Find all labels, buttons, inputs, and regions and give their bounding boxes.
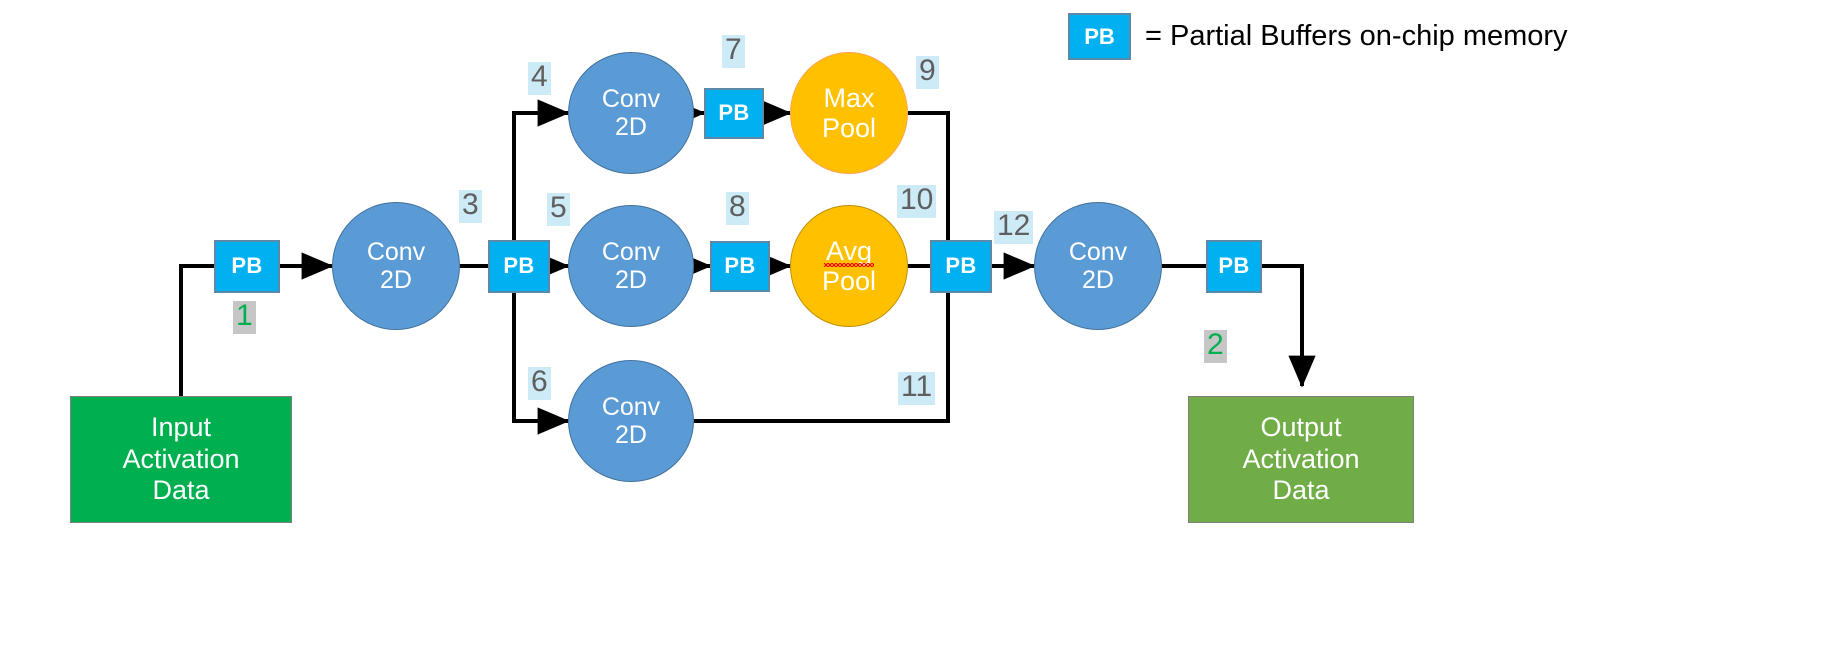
conv-line-1: Conv xyxy=(1068,238,1128,266)
input-block-line-3: Data xyxy=(152,475,210,506)
edge-label-11: 11 xyxy=(898,371,936,405)
pb-merge-buffer[interactable]: PB xyxy=(930,240,992,293)
edge-pb2-trunk-down xyxy=(512,292,570,435)
edge-label-6: 6 xyxy=(528,366,551,400)
pb-label: PB xyxy=(503,253,535,279)
pb-label: PB xyxy=(231,253,263,279)
pb-avgpool-input-buffer[interactable]: PB xyxy=(710,241,770,292)
pb-fanout-buffer[interactable]: PB xyxy=(488,240,550,293)
edge-label-12: 12 xyxy=(994,210,1034,244)
output-block-line-2: Activation xyxy=(1242,443,1360,474)
maxpool-line-2: Pool xyxy=(821,113,877,143)
maxpool-line-1: Max xyxy=(823,82,875,113)
edge-label-9: 9 xyxy=(916,55,939,89)
pb-label: PB xyxy=(724,253,756,279)
conv-line-2: 2D xyxy=(615,421,647,449)
input-block-line-2: Activation xyxy=(122,443,240,474)
conv2d-first[interactable]: Conv 2D xyxy=(332,202,460,330)
conv-line-1: Conv xyxy=(601,85,661,113)
conv-line-2: 2D xyxy=(1082,266,1114,294)
avgpool-line-1: Avg xyxy=(823,235,875,268)
input-block-line-1: Input xyxy=(150,411,212,442)
avgpool-line-2: Pool xyxy=(821,266,877,296)
legend: PB = Partial Buffers on-chip memory xyxy=(1068,13,1568,60)
conv-line-2: 2D xyxy=(615,113,647,141)
avgpool-node[interactable]: Avg Pool xyxy=(790,205,908,327)
edge-label-1: 1 xyxy=(233,300,256,334)
conv-line-1: Conv xyxy=(601,238,661,266)
conv-line-1: Conv xyxy=(366,238,426,266)
pb-label: PB xyxy=(1218,253,1250,279)
edge-pbout-to-output xyxy=(1262,264,1316,388)
edge-label-2: 2 xyxy=(1204,329,1227,363)
conv2d-last[interactable]: Conv 2D xyxy=(1034,202,1162,330)
edge-label-4: 4 xyxy=(528,61,551,95)
conv2d-bottom-branch[interactable]: Conv 2D xyxy=(568,360,694,482)
conv-line-1: Conv xyxy=(601,393,661,421)
edge-input-to-pb1 xyxy=(179,264,214,396)
edge-label-8: 8 xyxy=(726,191,749,225)
conv2d-top-branch[interactable]: Conv 2D xyxy=(568,52,694,174)
pb-input-buffer[interactable]: PB xyxy=(214,240,280,293)
pb-output-buffer[interactable]: PB xyxy=(1206,240,1262,293)
output-activation-data-block[interactable]: Output Activation Data xyxy=(1188,396,1414,523)
output-block-line-1: Output xyxy=(1260,411,1342,442)
legend-pb-swatch: PB xyxy=(1068,13,1131,60)
edge-label-7: 7 xyxy=(722,34,745,68)
conv-line-2: 2D xyxy=(615,266,647,294)
legend-description: = Partial Buffers on-chip memory xyxy=(1145,20,1568,52)
maxpool-node[interactable]: Max Pool xyxy=(790,52,908,174)
pb-label: PB xyxy=(945,253,977,279)
input-activation-data-block[interactable]: Input Activation Data xyxy=(70,396,292,523)
conv2d-middle-branch[interactable]: Conv 2D xyxy=(568,205,694,327)
edge-label-10: 10 xyxy=(897,184,937,218)
edge-label-3: 3 xyxy=(459,189,482,223)
pb-label: PB xyxy=(718,100,750,126)
pb-maxpool-input-buffer[interactable]: PB xyxy=(704,88,764,139)
edge-label-5: 5 xyxy=(547,192,570,226)
legend-pb-label: PB xyxy=(1084,23,1115,49)
conv-line-2: 2D xyxy=(380,266,412,294)
output-block-line-3: Data xyxy=(1272,475,1330,506)
